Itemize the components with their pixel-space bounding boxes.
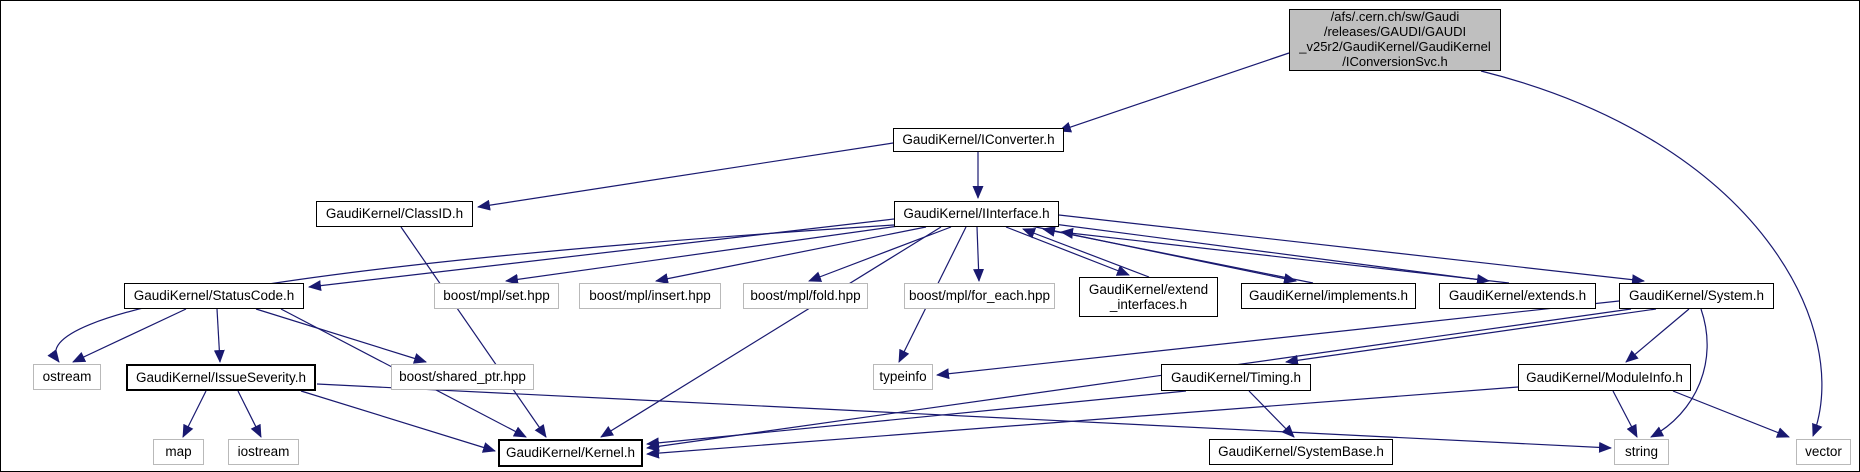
edge-timing-to-systembase bbox=[1248, 390, 1295, 438]
graph-node-systembase[interactable]: GaudiKernel/SystemBase.h bbox=[1209, 439, 1393, 465]
edge-moduleinfo-to-vector bbox=[1672, 390, 1790, 438]
edge-iconverter-to-classid bbox=[477, 142, 894, 211]
edge-issueseverity-to-iostream bbox=[237, 390, 262, 438]
graph-node-root: /afs/.cern.ch/sw/Gaudi /releases/GAUDI/G… bbox=[1289, 9, 1501, 71]
graph-node-timing[interactable]: GaudiKernel/Timing.h bbox=[1161, 364, 1311, 391]
graph-node-map: map bbox=[153, 439, 204, 465]
graph-node-vector: vector bbox=[1796, 439, 1851, 465]
edge-moduleinfo-to-kernel bbox=[646, 386, 1519, 459]
graph-node-typeinfo: typeinfo bbox=[873, 364, 933, 390]
edge-system-to-moduleinfo bbox=[1625, 308, 1690, 363]
edge-iinterface-to-mpl_set bbox=[505, 224, 907, 285]
graph-node-extend_interfaces[interactable]: GaudiKernel/extend _interfaces.h bbox=[1079, 277, 1218, 317]
graph-node-iconverter[interactable]: GaudiKernel/IConverter.h bbox=[893, 128, 1064, 152]
edge-extend_interfaces-to-iinterface bbox=[1022, 228, 1150, 278]
graph-node-mpl_fold: boost/mpl/fold.hpp bbox=[743, 283, 868, 309]
edge-implements-to-iinterface bbox=[1042, 225, 1314, 284]
edge-iinterface-to-kernel bbox=[600, 226, 942, 438]
graph-node-shared_ptr: boost/shared_ptr.hpp bbox=[391, 364, 534, 390]
edge-root-to-iconverter bbox=[1058, 52, 1290, 133]
graph-node-classid[interactable]: GaudiKernel/ClassID.h bbox=[316, 201, 473, 227]
edge-statuscode-to-ostream bbox=[72, 308, 187, 363]
graph-node-statuscode[interactable]: GaudiKernel/StatusCode.h bbox=[124, 283, 304, 309]
edge-iinterface-to-mpl_foreach bbox=[973, 226, 985, 282]
graph-node-iinterface[interactable]: GaudiKernel/IInterface.h bbox=[894, 201, 1059, 227]
edge-issueseverity-to-string bbox=[316, 383, 1612, 453]
edge-system-to-typeinfo bbox=[936, 300, 1620, 380]
graph-node-implements[interactable]: GaudiKernel/implements.h bbox=[1241, 283, 1416, 309]
graph-node-string: string bbox=[1614, 439, 1669, 465]
graph-node-ostream: ostream bbox=[33, 364, 101, 390]
edge-statuscode-to-shared_ptr bbox=[255, 308, 427, 364]
graph-node-kernel[interactable]: GaudiKernel/Kernel.h bbox=[498, 439, 643, 467]
graph-node-mpl_foreach: boost/mpl/for_each.hpp bbox=[904, 283, 1055, 309]
edge-iinterface-to-extends bbox=[1045, 222, 1490, 285]
edge-system-to-string bbox=[1650, 308, 1708, 438]
edge-timing-to-kernel bbox=[646, 390, 1187, 449]
edge-issueseverity-to-map bbox=[182, 390, 207, 438]
edge-root-to-vector bbox=[1480, 70, 1823, 437]
edge-iinterface-to-system bbox=[1058, 214, 1645, 286]
edge-statuscode-to-issueseverity bbox=[213, 308, 225, 363]
edge-classid-to-kernel bbox=[400, 226, 547, 438]
edge-iinterface-to-mpl_insert bbox=[655, 226, 927, 285]
edge-iinterface-to-mpl_fold bbox=[808, 226, 952, 282]
graph-node-system[interactable]: GaudiKernel/System.h bbox=[1619, 283, 1774, 309]
edge-system-to-kernel bbox=[646, 308, 1632, 452]
graph-node-iostream: iostream bbox=[228, 439, 299, 465]
graph-node-mpl_set: boost/mpl/set.hpp bbox=[434, 283, 559, 309]
edge-issueseverity-to-kernel bbox=[300, 390, 496, 453]
graph-node-extends[interactable]: GaudiKernel/extends.h bbox=[1439, 283, 1596, 309]
graph-node-mpl_insert: boost/mpl/insert.hpp bbox=[579, 283, 721, 309]
graph-node-moduleinfo[interactable]: GaudiKernel/ModuleInfo.h bbox=[1518, 364, 1691, 391]
edge-moduleinfo-to-string bbox=[1612, 390, 1638, 438]
edge-iinterface-to-statuscode bbox=[308, 218, 895, 292]
graph-node-issueseverity[interactable]: GaudiKernel/IssueSeverity.h bbox=[126, 364, 316, 391]
edge-extends-to-iinterface bbox=[1060, 227, 1510, 284]
edge-system-to-timing bbox=[1285, 308, 1657, 366]
